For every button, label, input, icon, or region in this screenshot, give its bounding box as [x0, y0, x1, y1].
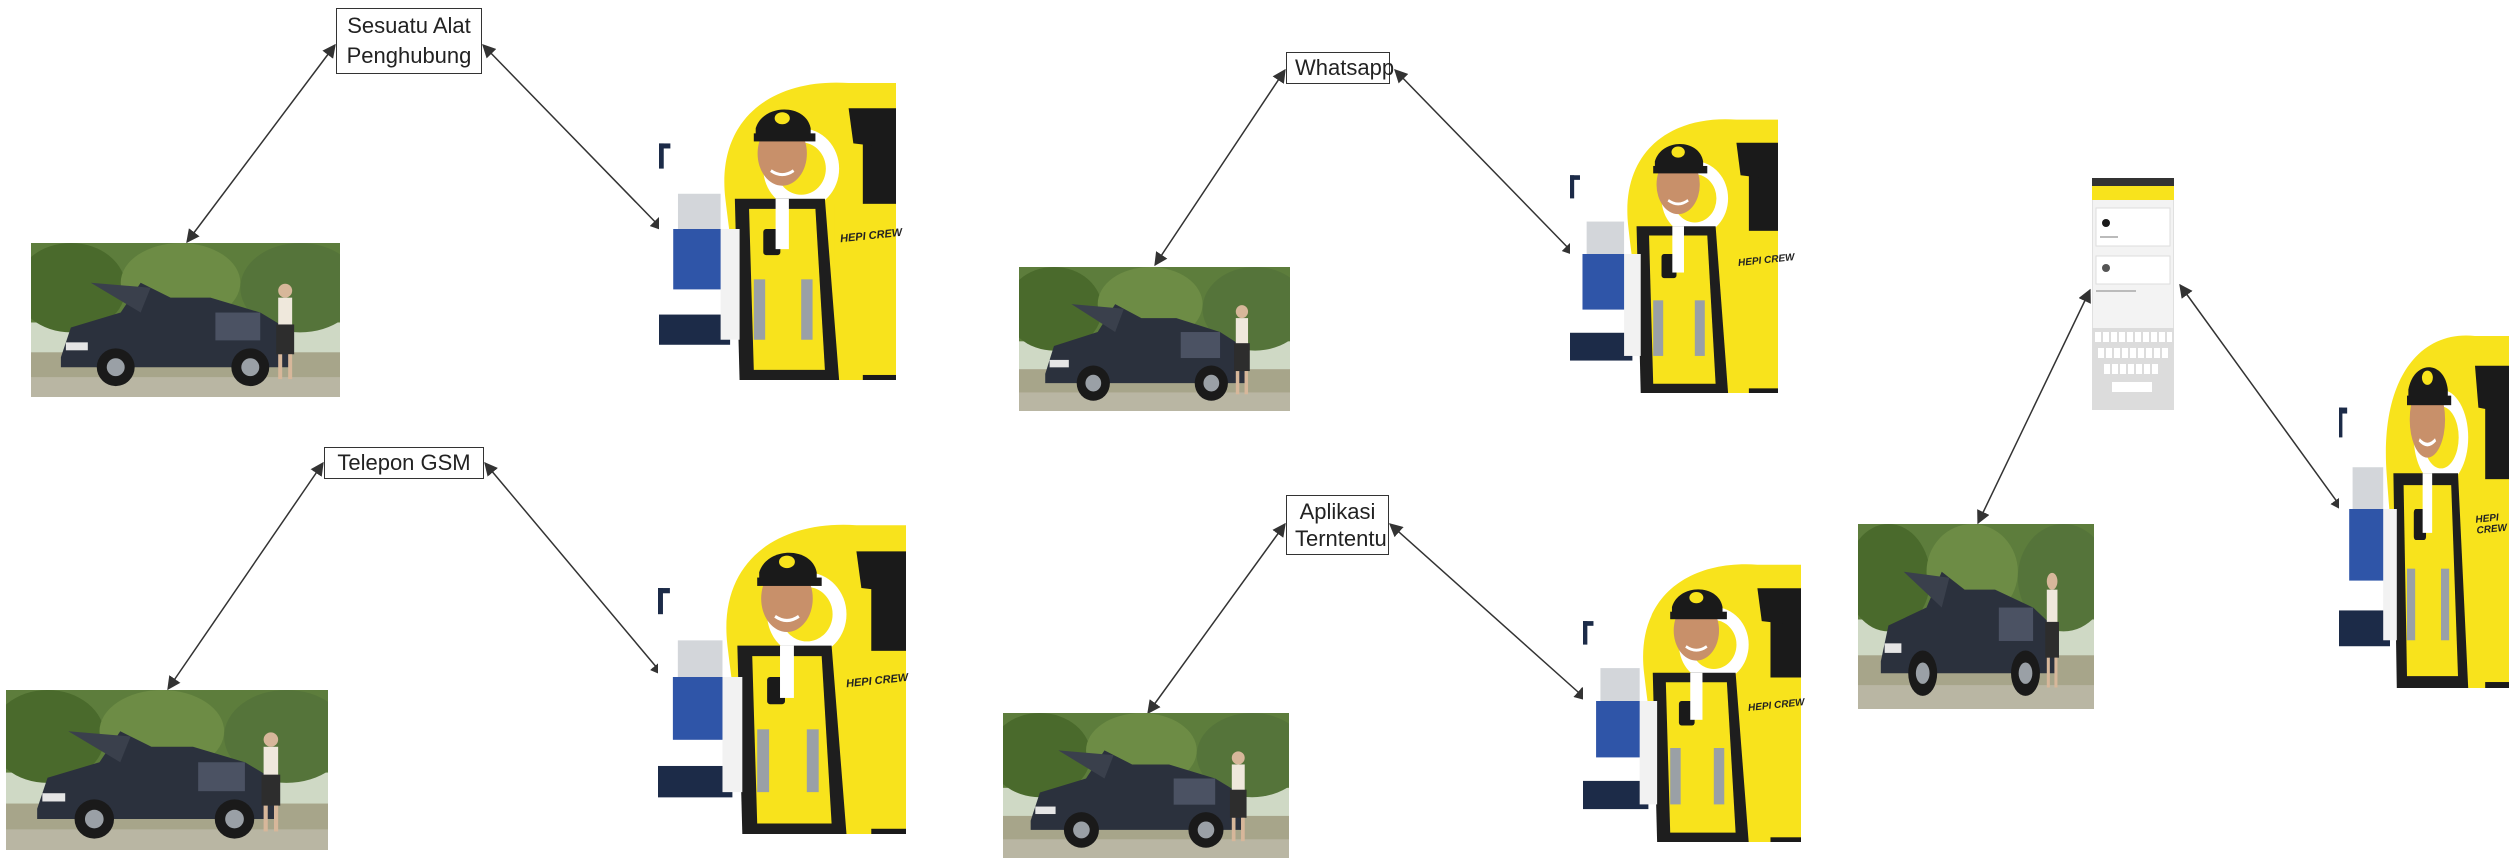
customer-car-photo — [1003, 713, 1289, 858]
arrow-app-to-crew — [1388, 523, 1589, 701]
customer-car-photo — [6, 690, 328, 850]
hepi-crew-photo — [659, 78, 896, 380]
hepi-crew-photo — [1583, 560, 1801, 842]
arrow-gsm-to-customer — [167, 461, 324, 691]
label-whatsapp: Whatsapp — [1286, 52, 1394, 84]
hepi-crew-photo — [658, 520, 906, 834]
customer-car-photo — [1858, 524, 2094, 709]
arrow-whatsapp-to-crew — [1394, 69, 1576, 256]
customer-car-photo — [31, 243, 340, 397]
arrow-app-to-customer — [1147, 522, 1286, 715]
arrow-gsm-to-crew — [484, 461, 664, 677]
arrow-whatsapp-to-customer — [1154, 68, 1286, 267]
label-connector-device: Sesuatu Alat Penghubung — [336, 8, 482, 74]
arrow-phone-to-crew — [2179, 283, 2344, 512]
arrow-phone-to-customer — [1977, 288, 2091, 525]
arrow-connector-to-crew — [482, 44, 664, 231]
crew-badge-text: HEPI CREW — [2474, 512, 2508, 537]
hepi-crew-photo — [1570, 115, 1778, 393]
hepi-crew-photo — [2339, 330, 2509, 688]
customer-car-photo — [1019, 267, 1290, 411]
arrow-connector-to-customer — [186, 43, 336, 244]
app-phone-screenshot — [2092, 178, 2174, 410]
label-gsm-phone: Telepon GSM — [324, 447, 484, 479]
label-app: Aplikasi Terntentu — [1286, 495, 1389, 555]
